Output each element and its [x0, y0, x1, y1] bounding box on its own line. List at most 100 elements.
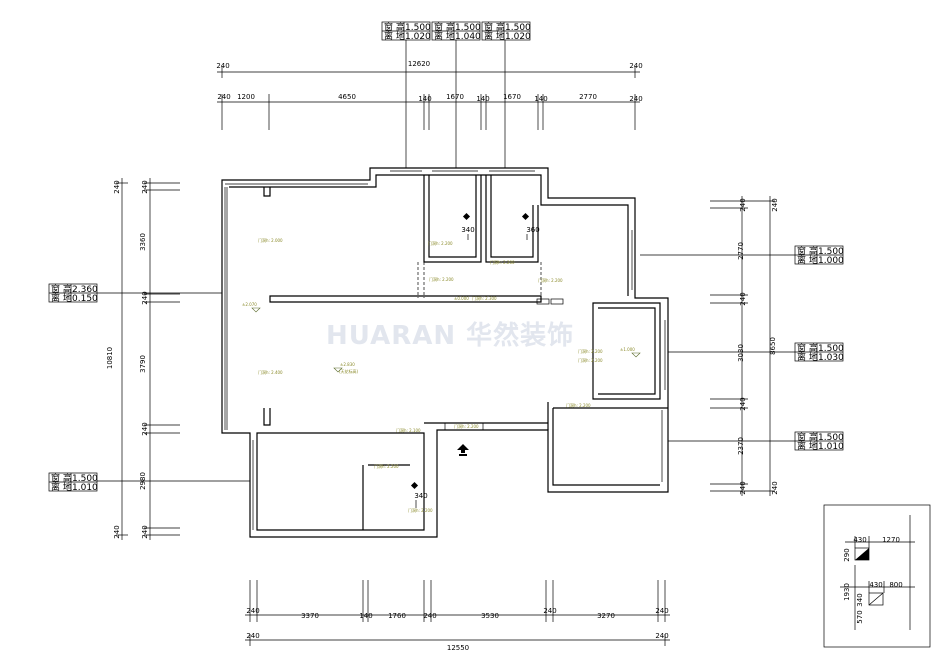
annotations: 门洞h: 2.000 门洞h: 2.200 门洞h: 2.200 门洞h: 2.…	[242, 212, 641, 513]
dim-top-seg: 2770	[579, 93, 597, 101]
svg-text:1.010: 1.010	[818, 442, 844, 452]
svg-text:1.500: 1.500	[405, 23, 431, 33]
svg-text:窗 高: 窗 高	[51, 472, 72, 484]
svg-text:570: 570	[856, 610, 864, 623]
dim-bottom-end: 240	[655, 632, 668, 640]
dim-top-end: 240	[216, 62, 229, 70]
svg-text:240: 240	[141, 180, 149, 193]
svg-text:2.360: 2.360	[72, 285, 98, 295]
svg-text:340: 340	[856, 593, 864, 606]
walls	[221, 167, 669, 538]
svg-text:1.500: 1.500	[818, 247, 844, 257]
svg-text:窗 高: 窗 高	[51, 283, 72, 295]
window-tag-top-2: 窗 高 1.500 离 地 1.040	[431, 21, 481, 42]
room-mark: 360	[526, 226, 539, 234]
dim-top-end: 240	[629, 62, 642, 70]
svg-text:门洞h: 2.300: 门洞h: 2.300	[472, 295, 497, 301]
svg-text:240: 240	[771, 481, 779, 494]
svg-text:240: 240	[113, 525, 121, 538]
svg-text:1.500: 1.500	[455, 23, 481, 33]
svg-text:430: 430	[869, 581, 882, 589]
svg-text:1270: 1270	[882, 536, 900, 544]
svg-text:门洞h: 2.200: 门洞h: 2.200	[490, 259, 515, 265]
svg-text:290: 290	[843, 548, 851, 561]
svg-text:3270: 3270	[597, 612, 615, 620]
svg-text:离 地: 离 地	[484, 30, 505, 42]
svg-text:1.020: 1.020	[405, 32, 431, 42]
dim-top-overall: 12620	[408, 60, 430, 68]
svg-text:240: 240	[739, 292, 747, 305]
svg-text:门洞h: 2.200: 门洞h: 2.200	[578, 357, 603, 363]
window-tag-top-3: 窗 高 1.500 离 地 1.020	[481, 21, 531, 42]
svg-text:门洞h: 2.200: 门洞h: 2.200	[538, 277, 563, 283]
svg-text:离 地: 离 地	[797, 351, 818, 363]
svg-text:门洞h: 2.400: 门洞h: 2.400	[258, 369, 283, 375]
svg-text:离 地: 离 地	[797, 440, 818, 452]
svg-text:3360: 3360	[139, 233, 147, 251]
svg-text:门洞h: 2.200: 门洞h: 2.200	[408, 507, 433, 513]
svg-text:3370: 3370	[301, 612, 319, 620]
svg-text:430: 430	[853, 536, 866, 544]
svg-text:±2.070: ±2.070	[242, 302, 257, 307]
entrance-icon	[457, 444, 469, 456]
dim-top-seg: 1200	[237, 93, 255, 101]
svg-text:±2.830: ±2.830	[340, 362, 355, 367]
dim-top-seg: 4650	[338, 93, 356, 101]
svg-text:240: 240	[246, 607, 259, 615]
svg-text:240: 240	[771, 198, 779, 211]
window-tag-right-2: 窗 高 1.500 离 地 1.030	[794, 342, 844, 363]
svg-text:240: 240	[543, 607, 556, 615]
svg-text:240: 240	[739, 397, 747, 410]
dim-left-overall: 10810	[106, 347, 114, 369]
svg-text:1.000: 1.000	[818, 256, 844, 266]
svg-text:240: 240	[739, 481, 747, 494]
svg-text:门洞h: 2.100: 门洞h: 2.100	[396, 427, 421, 433]
dim-top-seg: 140	[418, 95, 431, 103]
top-dimensions: 12620 240 240 240 1200 4650 140 1670 140…	[216, 60, 643, 130]
svg-text:门洞h: 2.200: 门洞h: 2.200	[454, 423, 479, 429]
dim-top-seg: 240	[629, 95, 642, 103]
svg-text:(天花标高): (天花标高)	[339, 368, 359, 374]
svg-text:240: 240	[113, 180, 121, 193]
window-tag-right-3: 窗 高 1.500 离 地 1.010	[794, 431, 844, 452]
svg-text:1.500: 1.500	[505, 23, 531, 33]
dim-top-seg: 140	[476, 95, 489, 103]
dim-bottom-overall: 12550	[447, 644, 469, 652]
window-tag-top-1: 窗 高 1.500 离 地 1.020	[381, 21, 431, 42]
legend-box: 430 1270 290 430 800 1930 340 570	[823, 504, 931, 648]
svg-text:1.040: 1.040	[455, 32, 481, 42]
dim-top-seg: 240	[217, 93, 230, 101]
dim-top-seg: 140	[534, 95, 547, 103]
svg-text:离 地: 离 地	[51, 292, 72, 304]
watermark: HUARAN 华然装饰	[326, 320, 574, 351]
dim-right-overall: 8650	[769, 337, 777, 355]
svg-text:门洞h: 2.200: 门洞h: 2.200	[566, 402, 591, 408]
svg-text:1.500: 1.500	[72, 474, 98, 484]
svg-text:1930: 1930	[843, 583, 851, 601]
svg-text:离 地: 离 地	[434, 30, 455, 42]
svg-text:窗 高: 窗 高	[797, 342, 818, 354]
svg-text:窗 高: 窗 高	[484, 21, 505, 33]
left-dimensions: 10810 240 3360 240 3790 240 2980 240 240…	[106, 178, 180, 540]
svg-text:门洞h: 2.200: 门洞h: 2.200	[374, 463, 399, 469]
svg-text:240: 240	[141, 422, 149, 435]
top-window-leaders	[405, 40, 506, 168]
room-mark: 340	[414, 492, 427, 500]
svg-text:800: 800	[889, 581, 902, 589]
svg-text:1.030: 1.030	[818, 353, 844, 363]
svg-text:±1.000: ±1.000	[620, 347, 635, 352]
svg-text:240: 240	[655, 607, 668, 615]
svg-text:240: 240	[423, 612, 436, 620]
svg-text:离 地: 离 地	[797, 254, 818, 266]
svg-text:2370: 2370	[737, 437, 745, 455]
svg-text:140: 140	[359, 612, 372, 620]
svg-text:离 地: 离 地	[51, 481, 72, 493]
svg-text:3030: 3030	[737, 344, 745, 362]
svg-text:1.010: 1.010	[72, 483, 98, 493]
svg-text:1.500: 1.500	[818, 433, 844, 443]
svg-text:门洞h: 2.200: 门洞h: 2.200	[428, 240, 453, 246]
svg-text:窗 高: 窗 高	[797, 431, 818, 443]
room-mark: 340	[461, 226, 474, 234]
svg-text:门洞h: 2.200: 门洞h: 2.200	[429, 276, 454, 282]
